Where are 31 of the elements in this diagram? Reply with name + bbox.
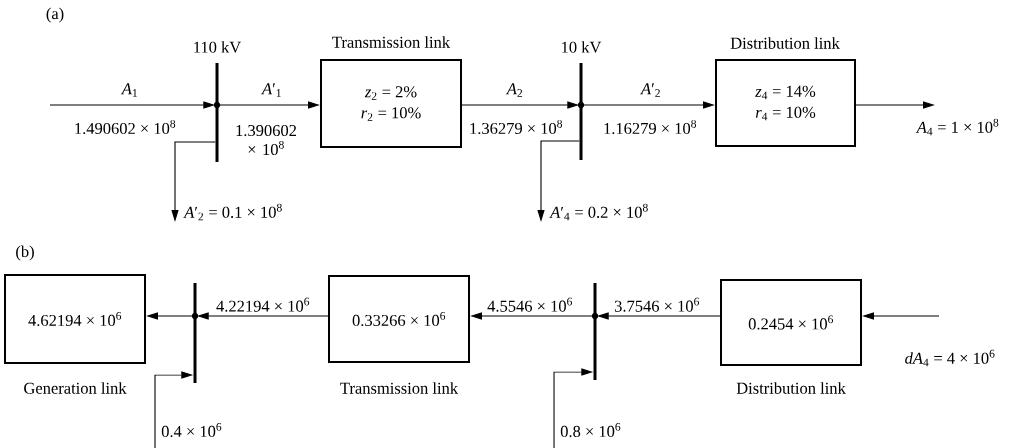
link-box: z$_{4}$ = 14% r$_{4}$ = 10% <box>715 59 856 147</box>
edge-label: dA$_{4}$ = 4 × 10$^{6}$ <box>903 348 997 368</box>
value-label: 1.36279 × 10$^{8}$ <box>470 119 563 135</box>
panel-label: (a) <box>46 7 64 23</box>
link-label: Transmission link <box>340 382 459 394</box>
link-label: Distribution link <box>730 37 840 49</box>
link-label: Generation link <box>24 382 127 394</box>
link-label: Distribution link <box>736 382 846 394</box>
edge-label: A$_{2}$ <box>505 82 525 98</box>
edge-label: 0.4 × 10$^{6}$ <box>160 421 224 439</box>
voltage-label: 110 kV <box>194 41 241 53</box>
link-box: 0.2454 × 10$^{6}$ <box>720 279 862 366</box>
edge-label: 4.5546 × 10$^{6}$ <box>486 296 574 313</box>
edge-label: 0.8 × 10$^{6}$ <box>559 421 623 439</box>
link-label: Transmission link <box>332 36 451 48</box>
edge-label: A$_{1}$ <box>120 82 140 98</box>
edge-label: A′$_{1}$ <box>261 82 283 98</box>
edge-label: 3.7546 × 10$^{6}$ <box>613 296 701 313</box>
voltage-label: 10 kV <box>562 41 602 53</box>
edge-label: 4.22194 × 10$^{6}$ <box>215 296 311 313</box>
edge-label: A′$_{2}$ <box>640 82 662 98</box>
edge-label: A$_{4}$ = 1 × 10$^{8}$ <box>915 117 1001 137</box>
edge-label: A′$_{4}$ = 0.2 × 10$^{8}$ <box>549 202 650 222</box>
link-box: 0.33266 × 10$^{6}$ <box>328 275 470 363</box>
value-label: 1.16279 × 10$^{8}$ <box>604 119 697 135</box>
value-label: 1.490602 × 10$^{8}$ <box>75 119 176 135</box>
edge-label: A′$_{2}$ = 0.1 × 10$^{8}$ <box>183 202 284 222</box>
value-label: 1.390602 × 10$^{8}$ <box>236 124 297 156</box>
panel-label: (b) <box>16 245 34 261</box>
link-box: z$_{2}$ = 2% r$_{2}$ = 10% <box>320 59 462 148</box>
link-box: 4.62194 × 10$^{6}$ <box>4 274 146 364</box>
